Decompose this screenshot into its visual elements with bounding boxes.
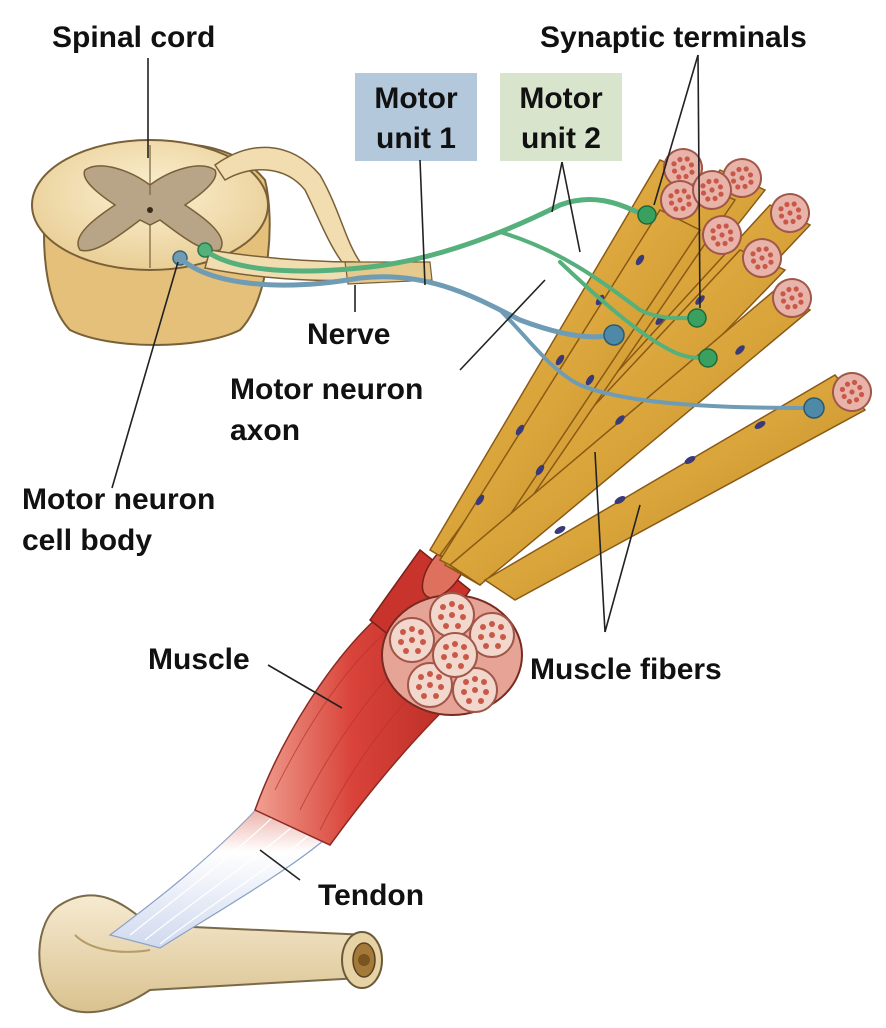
muscle-cross-section — [381, 592, 523, 716]
label-motor-neuron-axon-line-2: axon — [230, 414, 300, 447]
label-motor-neuron-cell-body-line-1: Motor neuron — [22, 483, 215, 516]
motor-unit-2-box — [500, 73, 622, 161]
motor-unit-2-neuron — [197, 197, 718, 368]
label-synaptic-terminals: Synaptic terminals — [540, 21, 807, 54]
label-motor-unit-1-line-1: Motor — [374, 82, 458, 115]
label-tendon: Tendon — [318, 879, 424, 912]
motor-unit-1-neuron — [172, 250, 825, 419]
label-nerve: Nerve — [307, 318, 390, 351]
label-muscle-fibers: Muscle fibers — [530, 653, 722, 686]
tendon-strands — [129, 809, 319, 945]
label-motor-unit-1-line-2: unit 1 — [376, 122, 456, 155]
label-motor-neuron-cell-body-line-2: cell body — [22, 524, 152, 557]
leader-lines — [111, 54, 701, 881]
label-motor-unit-2-line-1: Motor — [519, 82, 603, 115]
motor-unit-1-box — [355, 73, 477, 161]
label-muscle: Muscle — [148, 643, 250, 676]
label-motor-unit-2-line-2: unit 2 — [521, 122, 601, 155]
label-spinal-cord: Spinal cord — [52, 21, 215, 54]
label-motor-neuron-axon-line-1: Motor neuron — [230, 373, 423, 406]
spinal-cord — [31, 139, 361, 346]
muscle-fibers-bundle — [428, 142, 879, 601]
